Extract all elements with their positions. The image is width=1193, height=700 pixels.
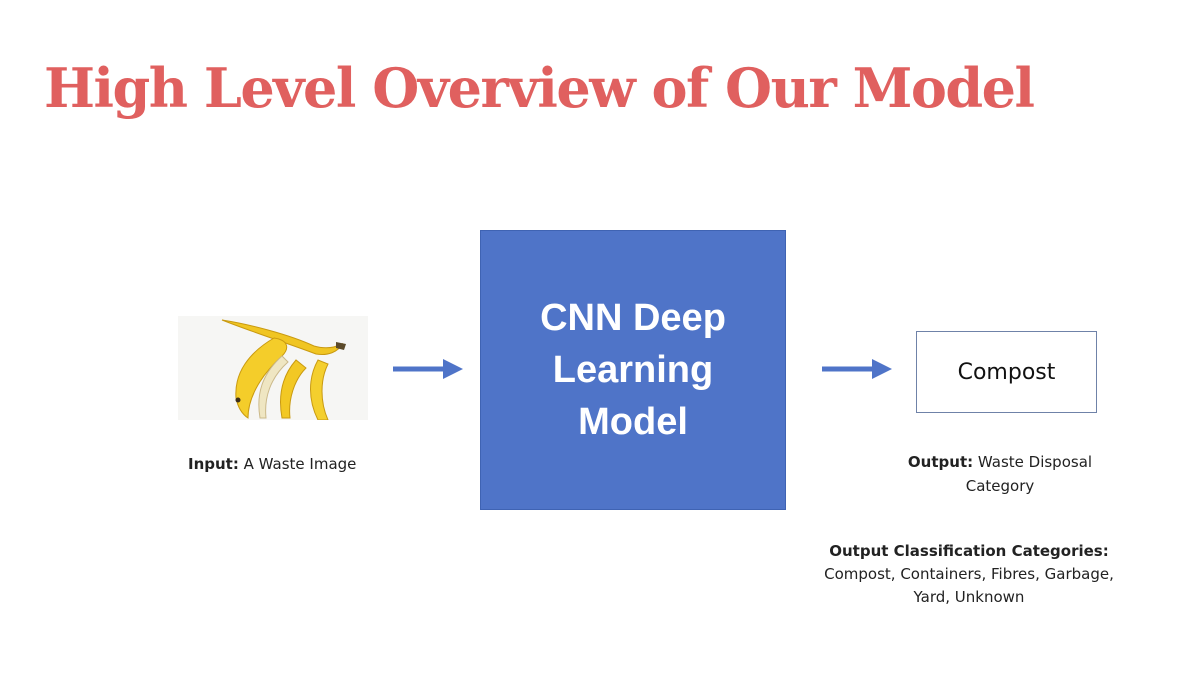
- output-arrow-icon: [822, 359, 892, 379]
- cnn-model-box: CNN Deep Learning Model: [480, 230, 786, 510]
- output-text: Waste Disposal Category: [965, 453, 1093, 495]
- slide-title: High Level Overview of Our Model: [44, 56, 1035, 120]
- input-text: A Waste Image: [243, 455, 357, 473]
- categories-label: Output Classification Categories:: [829, 542, 1109, 560]
- model-line: Learning: [552, 349, 714, 391]
- categories-list: Compost, Containers, Fibres, Garbage, Ya…: [824, 565, 1114, 606]
- model-line: Model: [578, 401, 688, 443]
- classification-categories: Output Classification Categories: Compos…: [808, 540, 1130, 609]
- input-arrow-icon: [393, 359, 463, 379]
- output-caption: Output: Waste Disposal Category: [900, 450, 1100, 498]
- input-label: Input:: [188, 455, 239, 473]
- banana-peel-icon: [178, 316, 368, 421]
- model-line: CNN Deep: [540, 297, 726, 339]
- model-label: CNN Deep Learning Model: [540, 292, 726, 448]
- output-result-box: Compost: [916, 331, 1097, 413]
- output-label: Output:: [907, 453, 974, 471]
- input-caption: Input: A Waste Image: [188, 455, 356, 473]
